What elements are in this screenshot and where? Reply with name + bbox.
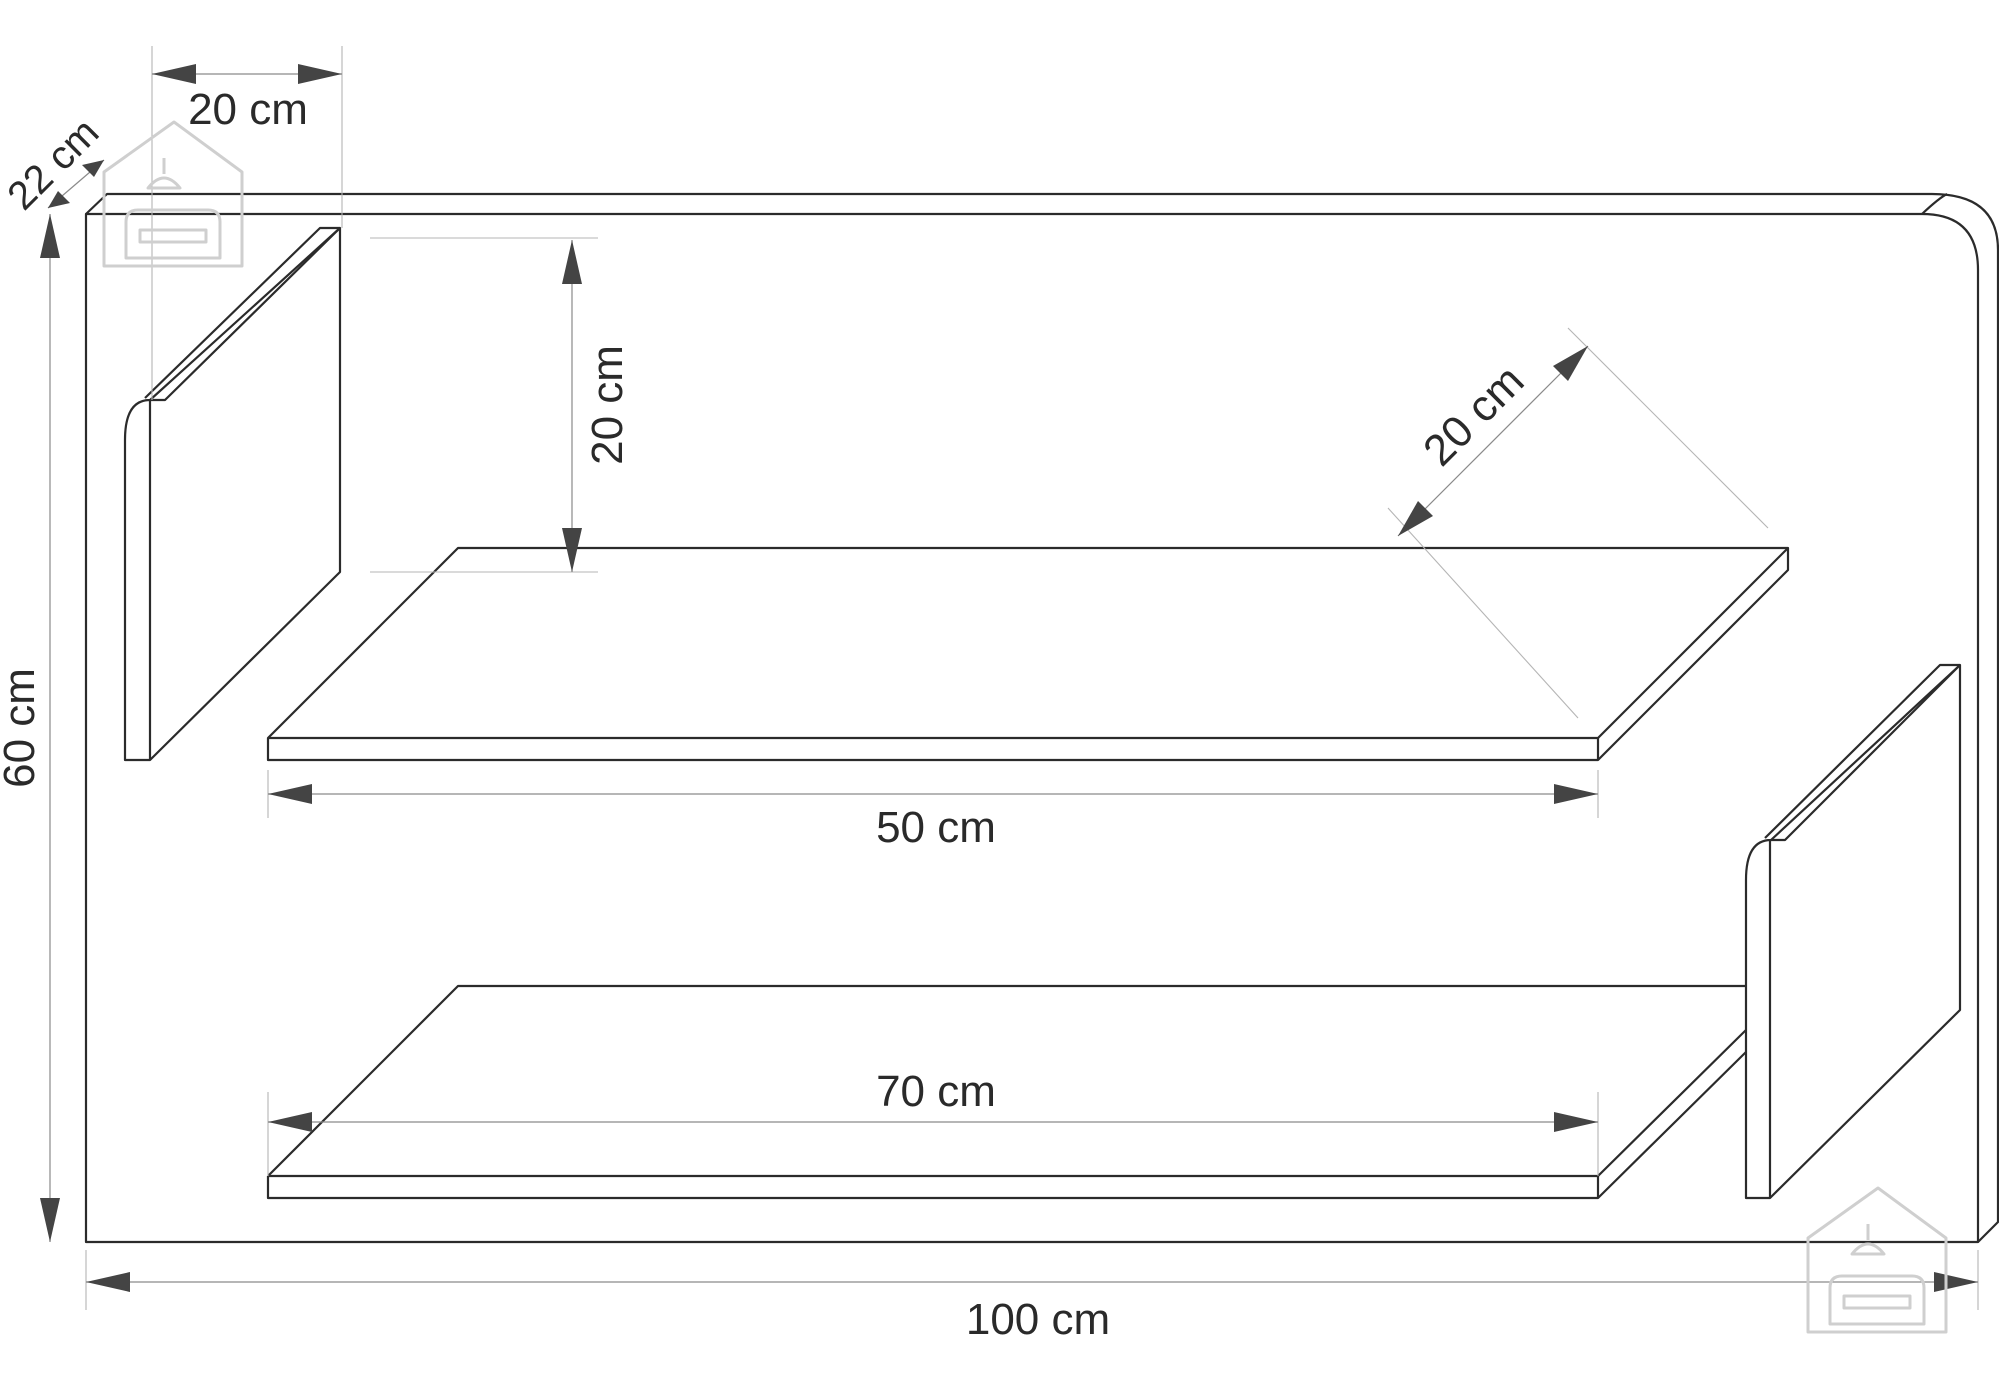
house-sofa-icon [1806, 1186, 1948, 1334]
svg-text:100 cm: 100 cm [966, 1295, 1110, 1344]
dimension-width-100: 100 cm [85, 1250, 1979, 1344]
dimension-height-60: 60 cm [0, 214, 60, 1242]
left-side-panel [123, 226, 342, 762]
dimension-depth-22: 22 cm [0, 110, 107, 218]
dimension-side-width-20: 20 cm [151, 46, 343, 400]
svg-text:20 cm: 20 cm [1414, 356, 1533, 475]
dimension-lower-shelf-70: 70 cm [267, 1067, 1599, 1176]
svg-text:50 cm: 50 cm [876, 803, 996, 852]
back-panel [84, 192, 1999, 1244]
house-sofa-icon [102, 120, 244, 268]
dimension-upper-shelf-50: 50 cm [267, 770, 1599, 852]
lower-shelf [266, 984, 1747, 1200]
svg-text:20 cm: 20 cm [188, 85, 308, 134]
dimension-shelf-gap-20: 20 cm [370, 237, 632, 573]
right-side-panel [1744, 663, 1962, 1200]
dimension-shelf-depth-20: 20 cm [1387, 327, 1769, 719]
svg-text:70 cm: 70 cm [876, 1067, 996, 1116]
upper-shelf [266, 546, 1790, 762]
svg-text:60 cm: 60 cm [0, 668, 44, 788]
svg-text:20 cm: 20 cm [583, 345, 632, 465]
